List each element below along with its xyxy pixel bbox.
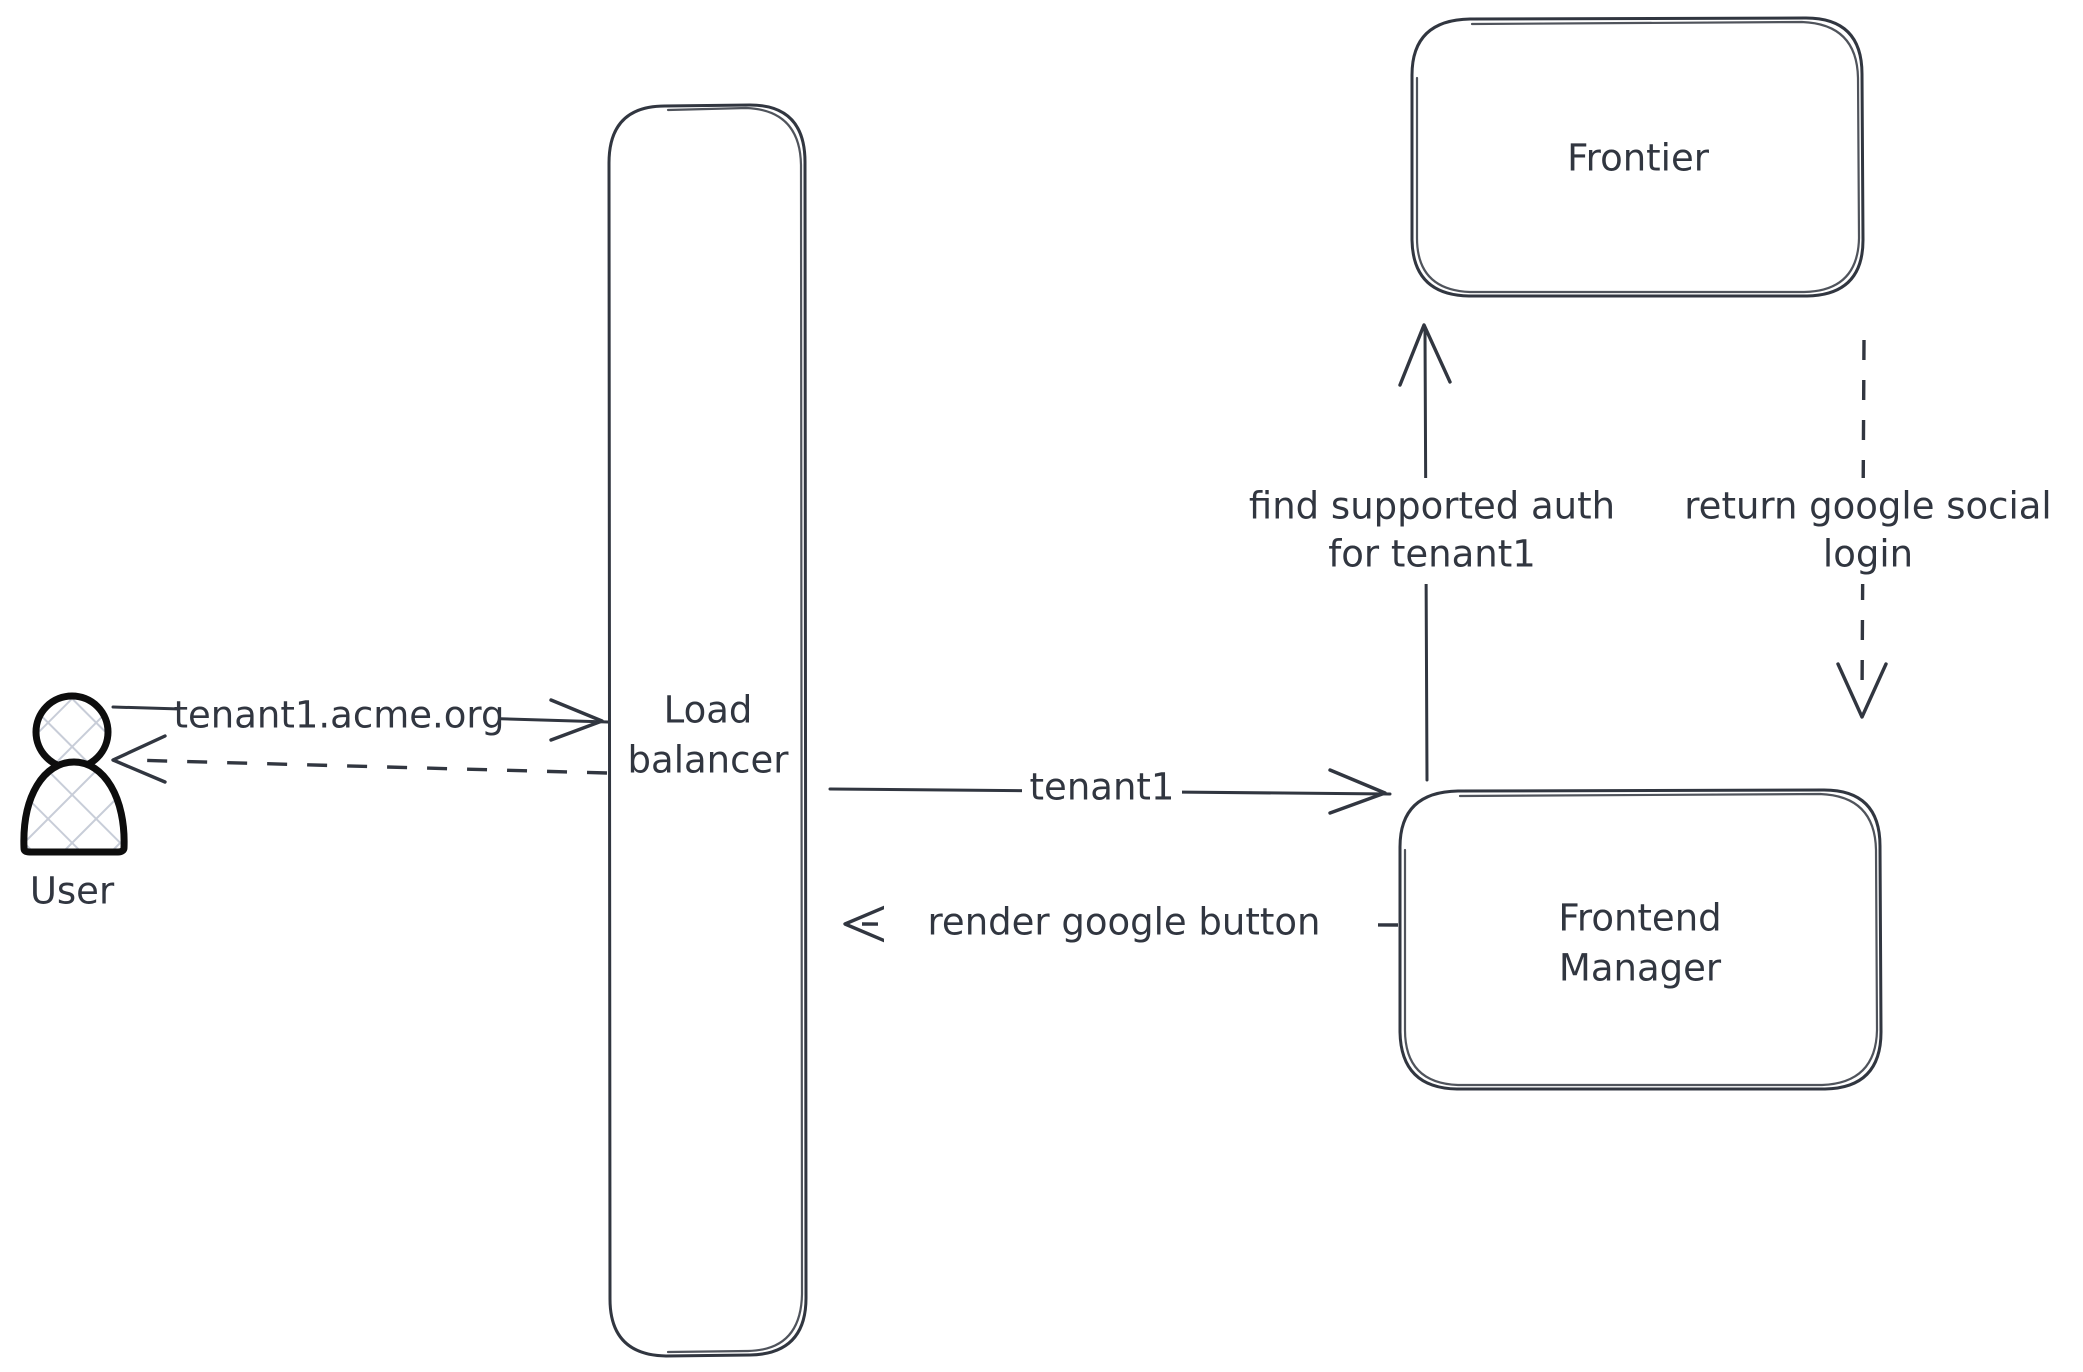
user-label: User <box>30 870 115 913</box>
user-actor-head-icon <box>32 692 112 772</box>
frontend-manager-shape <box>1398 788 1883 1091</box>
edge-frontier-to-fm-label-line2: login <box>1823 533 1913 576</box>
edge-frontend-manager-to-load-balancer: render google button <box>843 900 1399 952</box>
edge-lb-to-fm-label-bg <box>1022 764 1182 816</box>
edge-user-to-lb-arrowhead-icon <box>549 698 604 742</box>
edge-fm-to-lb-label-bg <box>884 900 1364 952</box>
edge-frontend-manager-to-frontier: find supported auth for tenant1 <box>1228 323 1638 782</box>
edge-fm-to-frontier-label-line2: for tenant1 <box>1328 533 1536 576</box>
edge-load-balancer-to-user <box>111 734 608 784</box>
frontend-manager-label-line1: Frontend <box>1558 897 1721 940</box>
edge-frontier-to-fm-label-bg <box>1664 478 2076 584</box>
edge-fm-to-frontier-label-bg <box>1228 478 1638 584</box>
edge-lb-to-fm-label: tenant1 <box>1030 766 1175 809</box>
edge-user-to-lb-label: tenant1.acme.org <box>174 694 505 737</box>
frontend-manager-shape-sketch <box>1403 792 1879 1087</box>
frontier-label: Frontier <box>1567 137 1710 180</box>
user-actor-body-icon <box>20 758 128 856</box>
edge-fm-to-lb-arrowhead-icon <box>843 900 899 948</box>
load-balancer-shape-sketch <box>666 106 804 1354</box>
load-balancer-label-line1: Load <box>664 689 753 732</box>
frontier-shape <box>1410 16 1865 298</box>
edge-fm-to-frontier-label-line1: find supported auth <box>1249 485 1615 528</box>
edge-frontier-to-frontend-manager: return google social login <box>1664 339 2076 719</box>
frontend-manager-label-line2: Manager <box>1559 947 1722 990</box>
edge-user-to-load-balancer: tenant1.acme.org <box>111 692 610 746</box>
node-frontend-manager[interactable]: Frontend Manager <box>1398 788 1883 1091</box>
edge-frontier-to-fm-arrowhead-icon <box>1836 662 1888 719</box>
edge-frontier-to-fm-label-line1: return google social <box>1684 485 2051 528</box>
edge-lb-to-user-arrowhead-icon <box>111 734 167 784</box>
load-balancer-label-line2: balancer <box>628 739 790 782</box>
node-load-balancer[interactable]: Load balancer <box>607 103 808 1358</box>
edge-lb-to-fm-arrowhead-icon <box>1328 768 1387 815</box>
frontier-shape-sketch <box>1415 20 1861 294</box>
node-user[interactable]: User <box>20 692 128 913</box>
edge-load-balancer-to-frontend-manager: tenant1 <box>828 764 1392 816</box>
edge-fm-to-lb-label: render google button <box>928 901 1321 944</box>
load-balancer-shape <box>607 103 808 1358</box>
node-frontier[interactable]: Frontier <box>1410 16 1865 298</box>
edge-lb-to-user-line <box>129 758 608 775</box>
edge-user-to-lb-label-bg <box>178 692 500 746</box>
edge-fm-to-frontier-arrowhead-icon <box>1398 323 1452 387</box>
